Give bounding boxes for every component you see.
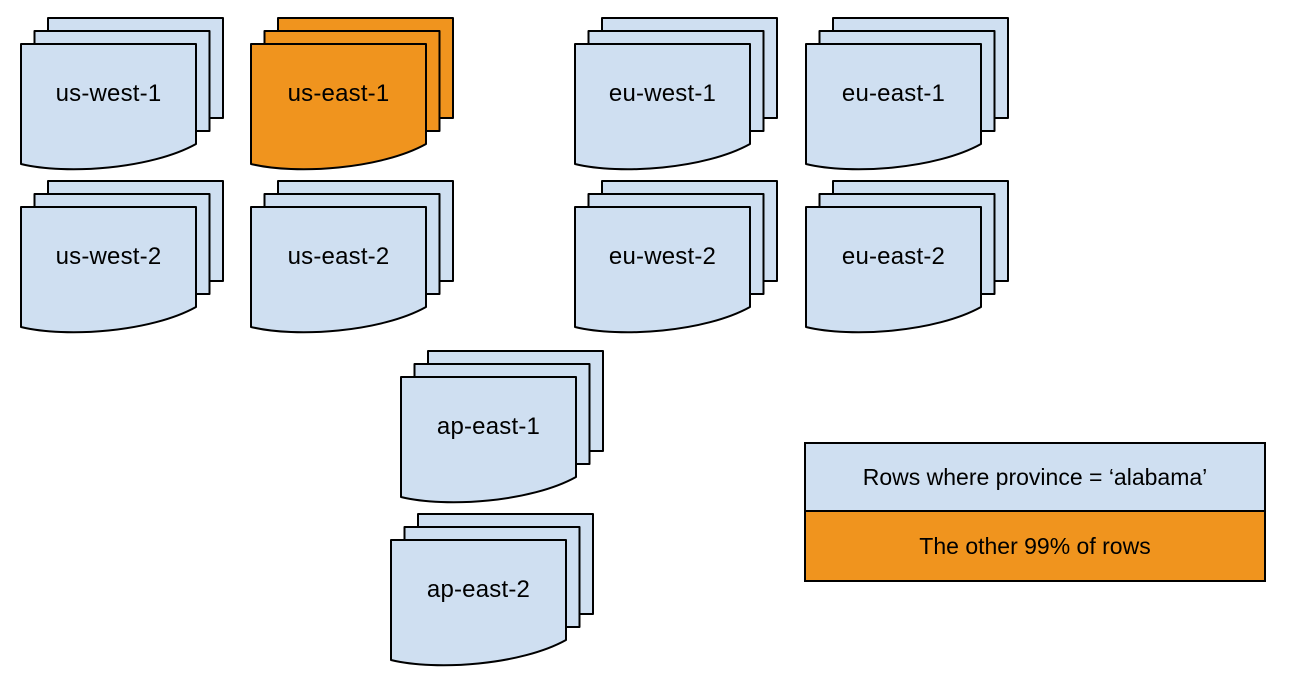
document-stack-icon xyxy=(574,180,778,334)
legend-item-other-rows: The other 99% of rows xyxy=(806,512,1264,580)
document-stack-ap-east-1: ap-east-1 xyxy=(400,350,605,510)
document-stack-ap-east-2: ap-east-2 xyxy=(390,513,595,673)
document-stack-icon xyxy=(20,17,224,171)
document-stack-eu-west-2: eu-west-2 xyxy=(574,180,779,340)
document-stack-icon xyxy=(390,513,594,667)
document-stack-eu-east-1: eu-east-1 xyxy=(805,17,1010,177)
document-stack-us-west-2: us-west-2 xyxy=(20,180,225,340)
document-stack-us-east-1: us-east-1 xyxy=(250,17,455,177)
region-label: eu-west-2 xyxy=(608,243,717,270)
document-stack-eu-west-1: eu-west-1 xyxy=(574,17,779,177)
legend-item-label: Rows where province = ‘alabama’ xyxy=(862,463,1208,490)
legend-item-province-rows: Rows where province = ‘alabama’ xyxy=(806,444,1264,512)
legend: Rows where province = ‘alabama’ The othe… xyxy=(804,442,1266,582)
region-label: ap-east-2 xyxy=(426,576,531,603)
document-stack-icon xyxy=(805,180,1009,334)
document-stack-icon xyxy=(250,17,454,171)
document-stack-icon xyxy=(400,350,604,504)
region-label: us-east-1 xyxy=(287,80,390,107)
document-stack-us-west-1: us-west-1 xyxy=(20,17,225,177)
region-label: us-west-1 xyxy=(55,80,162,107)
document-stack-us-east-2: us-east-2 xyxy=(250,180,455,340)
region-label: ap-east-1 xyxy=(436,413,541,440)
region-label: eu-east-1 xyxy=(841,80,946,107)
legend-item-label: The other 99% of rows xyxy=(919,532,1151,559)
document-stack-icon xyxy=(20,180,224,334)
document-stack-icon xyxy=(574,17,778,171)
document-stack-eu-east-2: eu-east-2 xyxy=(805,180,1010,340)
region-label: eu-east-2 xyxy=(841,243,946,270)
region-label: us-west-2 xyxy=(55,243,162,270)
document-stack-icon xyxy=(250,180,454,334)
region-label: eu-west-1 xyxy=(608,80,717,107)
document-stack-icon xyxy=(805,17,1009,171)
region-label: us-east-2 xyxy=(287,243,390,270)
